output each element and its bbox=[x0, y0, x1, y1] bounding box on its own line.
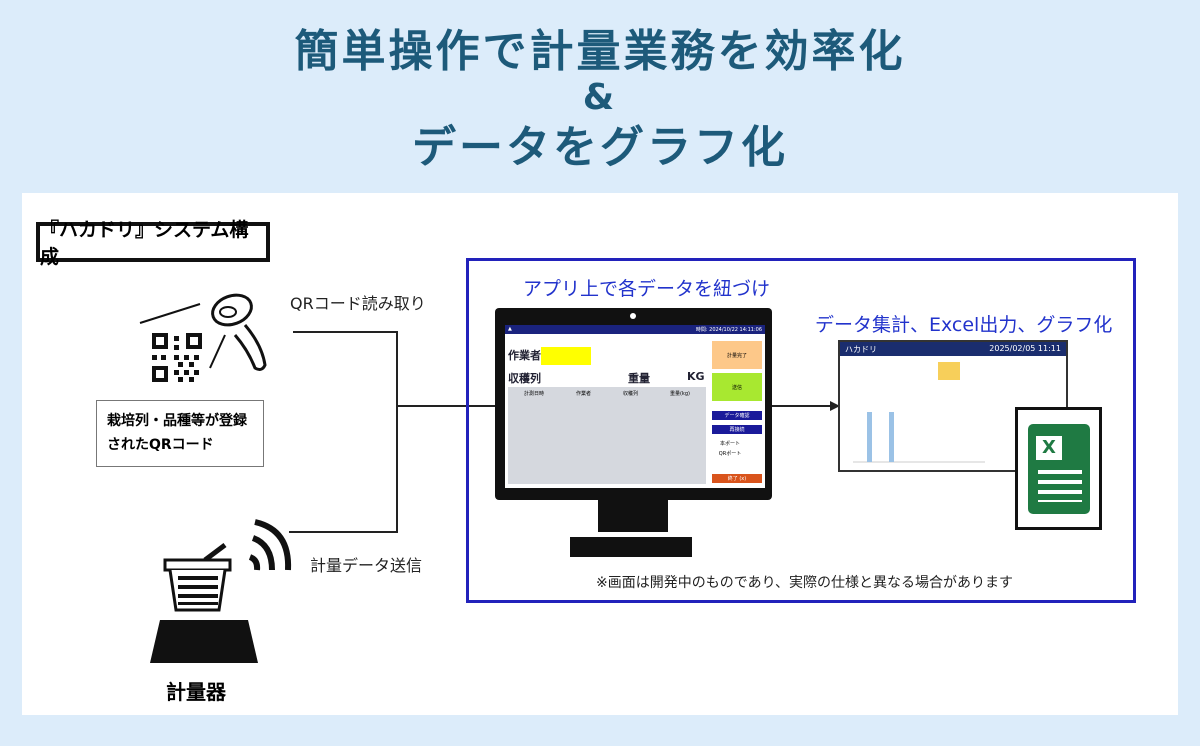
col: 計測日時 bbox=[523, 391, 544, 397]
basket-icon bbox=[163, 543, 232, 612]
col: 作業者 bbox=[575, 391, 591, 397]
monitor-stand bbox=[598, 500, 668, 532]
title-line-2: データをグラフ化 bbox=[412, 122, 788, 173]
row-label: 収穫列 bbox=[508, 372, 541, 385]
disclaimer-note: ※画面は開発中のものであり、実際の仕様と異なる場合があります bbox=[596, 575, 1014, 591]
exit-button[interactable]: 終了 (x) bbox=[712, 474, 762, 483]
unit-label: KG bbox=[687, 370, 705, 383]
col: 重量(kg) bbox=[669, 391, 690, 397]
title-line-1: 簡単操作で計量業務を効率化 bbox=[294, 26, 906, 77]
qr-callout: 栽培列・品種等が登録 されたQRコード bbox=[96, 400, 264, 467]
port-label: QRポート bbox=[718, 450, 742, 457]
col: 収穫列 bbox=[622, 391, 638, 397]
send-button[interactable]: 送信 bbox=[712, 373, 762, 401]
title-ampersand: & bbox=[582, 77, 618, 118]
excel-letter: X bbox=[1036, 436, 1062, 460]
scale-icon bbox=[150, 620, 258, 663]
callout-line-1: 栽培列・品種等が登録 bbox=[107, 413, 247, 429]
scale-label: 計量器 bbox=[166, 680, 226, 704]
bar-chart-thumbnail bbox=[853, 412, 985, 463]
weight-label: 重量 bbox=[628, 372, 650, 385]
app-frame bbox=[466, 258, 1136, 603]
wireless-signal-icon bbox=[248, 519, 292, 571]
dashboard-datetime: 2025/02/05 11:11 bbox=[989, 344, 1061, 353]
worker-label: 作業者 bbox=[508, 349, 541, 362]
send-label: 計量データ送信 bbox=[310, 556, 423, 575]
app-time: 時間: 2024/10/22 14:11:06 bbox=[695, 327, 762, 333]
arrow-icon bbox=[830, 401, 840, 411]
worker-input[interactable] bbox=[541, 347, 591, 365]
data-button[interactable]: データ確認 bbox=[712, 411, 762, 420]
dashboard-brand: ハカドリ bbox=[845, 345, 877, 354]
port-label: 本ポート bbox=[719, 440, 740, 447]
camera-dot bbox=[630, 313, 636, 319]
complete-button[interactable]: 計量完了 bbox=[712, 341, 762, 369]
qr-code-icon bbox=[152, 333, 202, 382]
callout-line-2: されたQRコード bbox=[107, 437, 214, 453]
data-table: 計測日時 作業者 収穫列 重量(kg) bbox=[508, 387, 706, 484]
app-screen: ▲時間: 2024/10/22 14:11:06 作業者 収穫列 重量 KG 計… bbox=[505, 325, 765, 488]
app-label: アプリ上で各データを紐づけ bbox=[523, 278, 771, 300]
qr-read-label: QRコード読み取り bbox=[290, 294, 426, 313]
reconnect-button[interactable]: 再接続 bbox=[712, 425, 762, 434]
output-label: データ集計、Excel出力、グラフ化 bbox=[815, 314, 1113, 336]
excel-icon: X bbox=[1015, 407, 1102, 530]
monitor-base bbox=[570, 537, 692, 557]
scanner-icon bbox=[139, 293, 267, 371]
